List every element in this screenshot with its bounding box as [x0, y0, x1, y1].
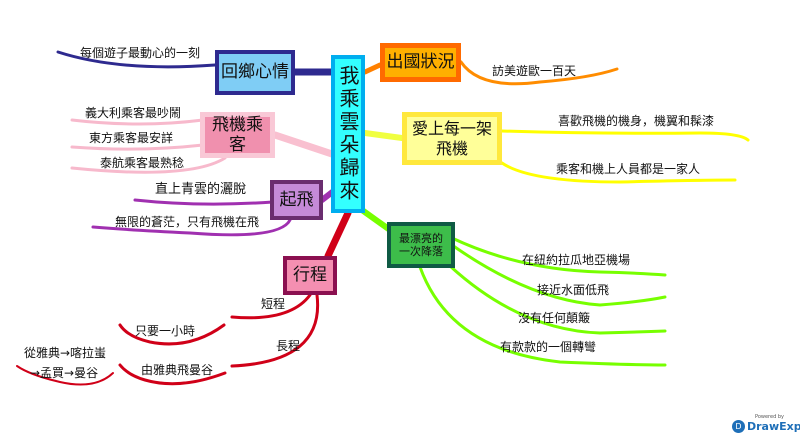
link-central-love — [362, 130, 405, 141]
topic-abroad[interactable]: 出國狀況 — [380, 43, 461, 82]
topic-landing[interactable]: 最漂亮的 一次降落 — [387, 222, 455, 268]
link-long — [230, 293, 320, 368]
landing-item[interactable]: 有款款的一個轉彎 — [500, 340, 597, 354]
link-central-itinerary — [324, 209, 352, 260]
link-short — [230, 293, 312, 320]
passengers-item[interactable]: 義大利乘客最吵鬧 — [85, 106, 182, 120]
itinerary-short[interactable]: 短程 — [261, 297, 286, 311]
itinerary-long[interactable]: 長程 — [276, 339, 301, 353]
topic-takeoff[interactable]: 起飛 — [270, 180, 323, 220]
passengers-item[interactable]: 東方乘客最安詳 — [89, 131, 174, 145]
topic-landing-label-line1: 最漂亮的 — [399, 231, 443, 245]
itinerary-route-line-1[interactable]: 從雅典→喀拉蚩 — [24, 346, 107, 360]
passengers-item[interactable]: 泰航乘客最熟稔 — [100, 156, 185, 170]
love-item[interactable]: 乘客和機上人員都是一家人 — [556, 162, 701, 176]
topic-love-label-line2: 飛機 — [435, 138, 468, 158]
topic-itinerary[interactable]: 行程 — [283, 256, 337, 295]
link-long-item — [118, 363, 227, 386]
topic-itinerary-label: 行程 — [287, 260, 333, 291]
drawexpress-logo-icon: D — [732, 420, 745, 433]
link-short-item — [118, 323, 226, 346]
landing-item[interactable]: 沒有任何顛簸 — [518, 311, 591, 325]
link-passengers-item-3 — [70, 156, 227, 174]
link-landing-item-3 — [448, 264, 667, 335]
link-takeoff-item-2 — [91, 218, 292, 237]
logo-powered-by: Powered by — [755, 414, 784, 420]
link-landing-item-2 — [450, 243, 667, 307]
link-long-route — [16, 365, 114, 386]
topic-passengers[interactable]: 飛機乘客 — [200, 112, 275, 158]
landing-item[interactable]: 接近水面低飛 — [537, 283, 610, 297]
topic-landing-label-line2: 一次降落 — [399, 245, 443, 258]
link-passengers-item-1 — [70, 118, 205, 126]
central-topic-node[interactable]: 我乘雲朵歸來 — [331, 55, 365, 213]
link-central-landing — [359, 207, 393, 233]
abroad-item[interactable]: 訪美遊歐一百天 — [492, 64, 577, 78]
link-passengers-item-2 — [70, 143, 205, 151]
link-takeoff-item-1 — [133, 198, 275, 206]
itinerary-short-item[interactable]: 只要一小時 — [135, 324, 196, 338]
link-central-abroad — [362, 62, 383, 75]
topic-homesick[interactable]: 回鄉心情 — [215, 50, 295, 95]
link-love-item-2 — [500, 161, 737, 184]
topic-abroad-label: 出國狀況 — [385, 48, 456, 77]
link-landing-item-4 — [418, 265, 667, 367]
link-central-passengers — [271, 131, 339, 159]
topic-homesick-label: 回鄉心情 — [219, 54, 291, 91]
link-landing-item-1 — [450, 236, 667, 277]
link-love-item-1 — [500, 129, 750, 142]
landing-item[interactable]: 在紐約拉瓜地亞機場 — [522, 253, 631, 267]
takeoff-item[interactable]: 無限的蒼茫，只有飛機在飛 — [115, 215, 260, 229]
link-homesick-item — [56, 50, 217, 69]
central-topic-label: 我乘雲朵歸來 — [335, 59, 361, 209]
itinerary-long-item[interactable]: 由雅典飛曼谷 — [141, 363, 214, 377]
topic-passengers-label: 飛機乘客 — [205, 115, 270, 155]
topic-love[interactable]: 愛上每一架 飛機 — [402, 112, 502, 165]
itinerary-route-line-2[interactable]: →孟買→曼谷 — [30, 366, 99, 380]
topic-takeoff-label: 起飛 — [274, 184, 319, 216]
takeoff-item[interactable]: 直上青雲的灑脫 — [155, 182, 247, 197]
topic-love-label-line1: 愛上每一架 — [411, 119, 492, 139]
link-abroad-item — [459, 60, 619, 86]
homesick-item[interactable]: 每個遊子最動心的一刻 — [80, 46, 201, 60]
logo-name: DrawExpress — [747, 420, 800, 433]
love-item[interactable]: 喜歡飛機的機身，機翼和髹漆 — [558, 114, 715, 128]
drawexpress-logo: D Powered by DrawExpress — [732, 414, 800, 433]
